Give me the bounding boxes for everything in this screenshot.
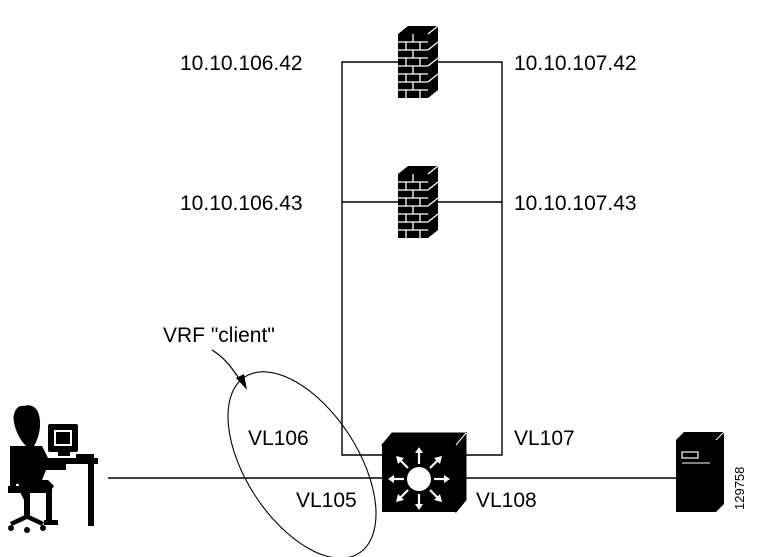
vrf-client-ellipse — [227, 371, 377, 557]
vl106-fw1-link — [341, 61, 398, 456]
fw2-right-ip-label: 10.10.107.43 — [514, 192, 637, 215]
firewall-icon — [398, 25, 439, 98]
user-workstation-icon — [8, 405, 98, 533]
multilayer-switch-icon — [380, 431, 468, 514]
connection-lines — [108, 61, 676, 479]
server-icon — [676, 431, 725, 512]
fw2-left-ip-label: 10.10.106.43 — [180, 192, 303, 215]
fw1-left-ip-label: 10.10.106.42 — [180, 52, 303, 75]
vlan-106-label: VL106 — [248, 427, 309, 450]
vrf-label: VRF "client" — [163, 324, 275, 347]
figure-id-label: 129758 — [732, 467, 747, 510]
vlan-108-label: VL108 — [476, 489, 537, 512]
firewall-icon — [398, 165, 439, 238]
fw1-right-ip-label: 10.10.107.42 — [514, 52, 637, 75]
vlan-105-label: VL105 — [296, 489, 357, 512]
vlan-107-label: VL107 — [514, 427, 575, 450]
vrf-pointer-arrow — [211, 349, 247, 390]
vl107-fw1-link — [438, 61, 503, 456]
